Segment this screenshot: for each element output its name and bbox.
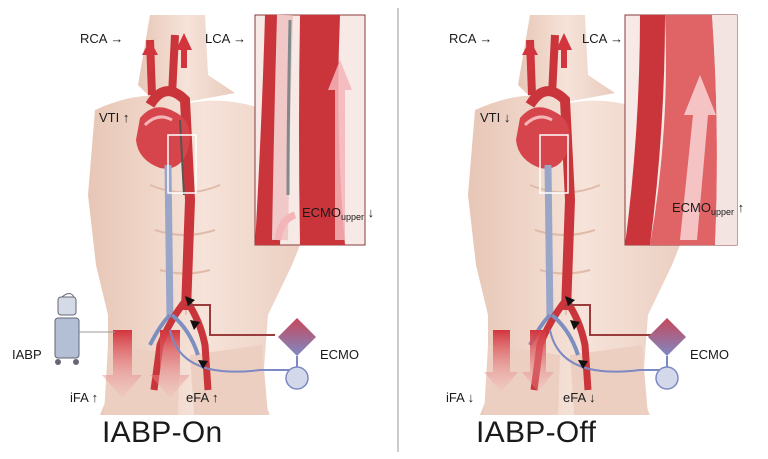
right-ecmo-circuit	[549, 296, 686, 390]
left-leg-flow-arrows	[102, 330, 190, 398]
right-lca-label: LCA →	[582, 31, 624, 46]
right-ifa-label: iFA ↓	[446, 390, 475, 405]
right-inset-zoom	[624, 14, 738, 246]
left-zoom-box	[167, 134, 197, 194]
iabp-label: IABP	[12, 347, 42, 362]
right-rca-label: RCA →	[449, 31, 493, 46]
iabp-console	[54, 293, 115, 365]
right-zoom-box	[539, 134, 569, 194]
left-efa-label: eFA ↑	[186, 390, 219, 405]
right-leg-flow-arrows	[484, 330, 554, 392]
left-panel-title: IABP-On	[102, 416, 223, 449]
right-panel-title: IABP-Off	[476, 416, 597, 449]
left-carotid-flow-arrows	[142, 33, 192, 70]
left-inset-zoom	[254, 14, 366, 246]
left-vti-label: VTI ↑	[99, 110, 130, 125]
right-vti-label: VTI ↓	[480, 110, 511, 125]
right-ecmo-upper-label: ECMOupper ↑	[672, 200, 745, 217]
left-ecmo-upper-label: ECMOupper ↓	[302, 205, 375, 222]
right-carotid-flow-arrows	[522, 33, 572, 70]
right-efa-label: eFA ↓	[563, 390, 596, 405]
right-ecmo-label: ECMO	[690, 347, 729, 362]
left-lca-label: LCA →	[205, 31, 247, 46]
left-rca-label: RCA →	[80, 31, 124, 46]
left-ecmo-label: ECMO	[320, 347, 359, 362]
left-ecmo-circuit	[169, 296, 316, 390]
left-iabp-catheter	[179, 119, 185, 196]
left-ifa-label: iFA ↑	[70, 390, 99, 405]
